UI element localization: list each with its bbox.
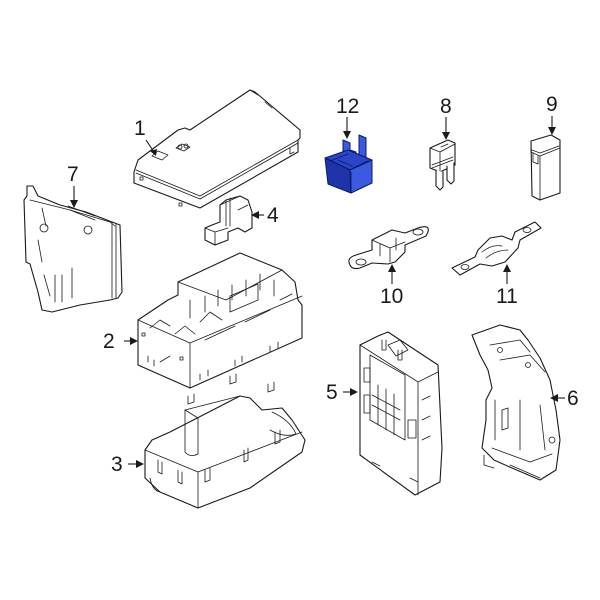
callout-7[interactable]: 7 [67,163,79,186]
part-5-body-control-module[interactable] [359,331,443,496]
callout-9[interactable]: 9 [546,93,558,116]
part-7-side-bracket[interactable] [23,185,123,313]
part-11-strip-fuse[interactable] [451,221,542,276]
part-3-lower-tray[interactable] [144,373,306,509]
callout-12[interactable]: 12 [336,95,360,118]
part-12-relay[interactable] [324,134,373,194]
part-9-cartridge-fuse[interactable] [530,134,561,201]
callout-1[interactable]: 1 [134,117,146,140]
callout-2[interactable]: 2 [103,330,115,353]
part-4-connector[interactable] [204,195,253,246]
part-2-fuse-relay-box[interactable] [137,252,303,389]
part-6-mounting-bracket[interactable] [471,324,561,481]
callout-11[interactable]: 11 [496,285,518,308]
callout-4[interactable]: 4 [267,204,279,227]
callout-5[interactable]: 5 [326,381,338,404]
part-8-mini-blade-fuse[interactable] [429,139,456,191]
part-10-bolt-in-fuse[interactable] [348,226,429,270]
part-1-fuse-box-cover[interactable] [133,89,301,209]
callout-10[interactable]: 10 [380,285,404,308]
callout-6[interactable]: 6 [567,387,579,410]
leader-lines [70,116,565,468]
callout-3[interactable]: 3 [111,453,123,476]
callout-8[interactable]: 8 [440,95,452,118]
